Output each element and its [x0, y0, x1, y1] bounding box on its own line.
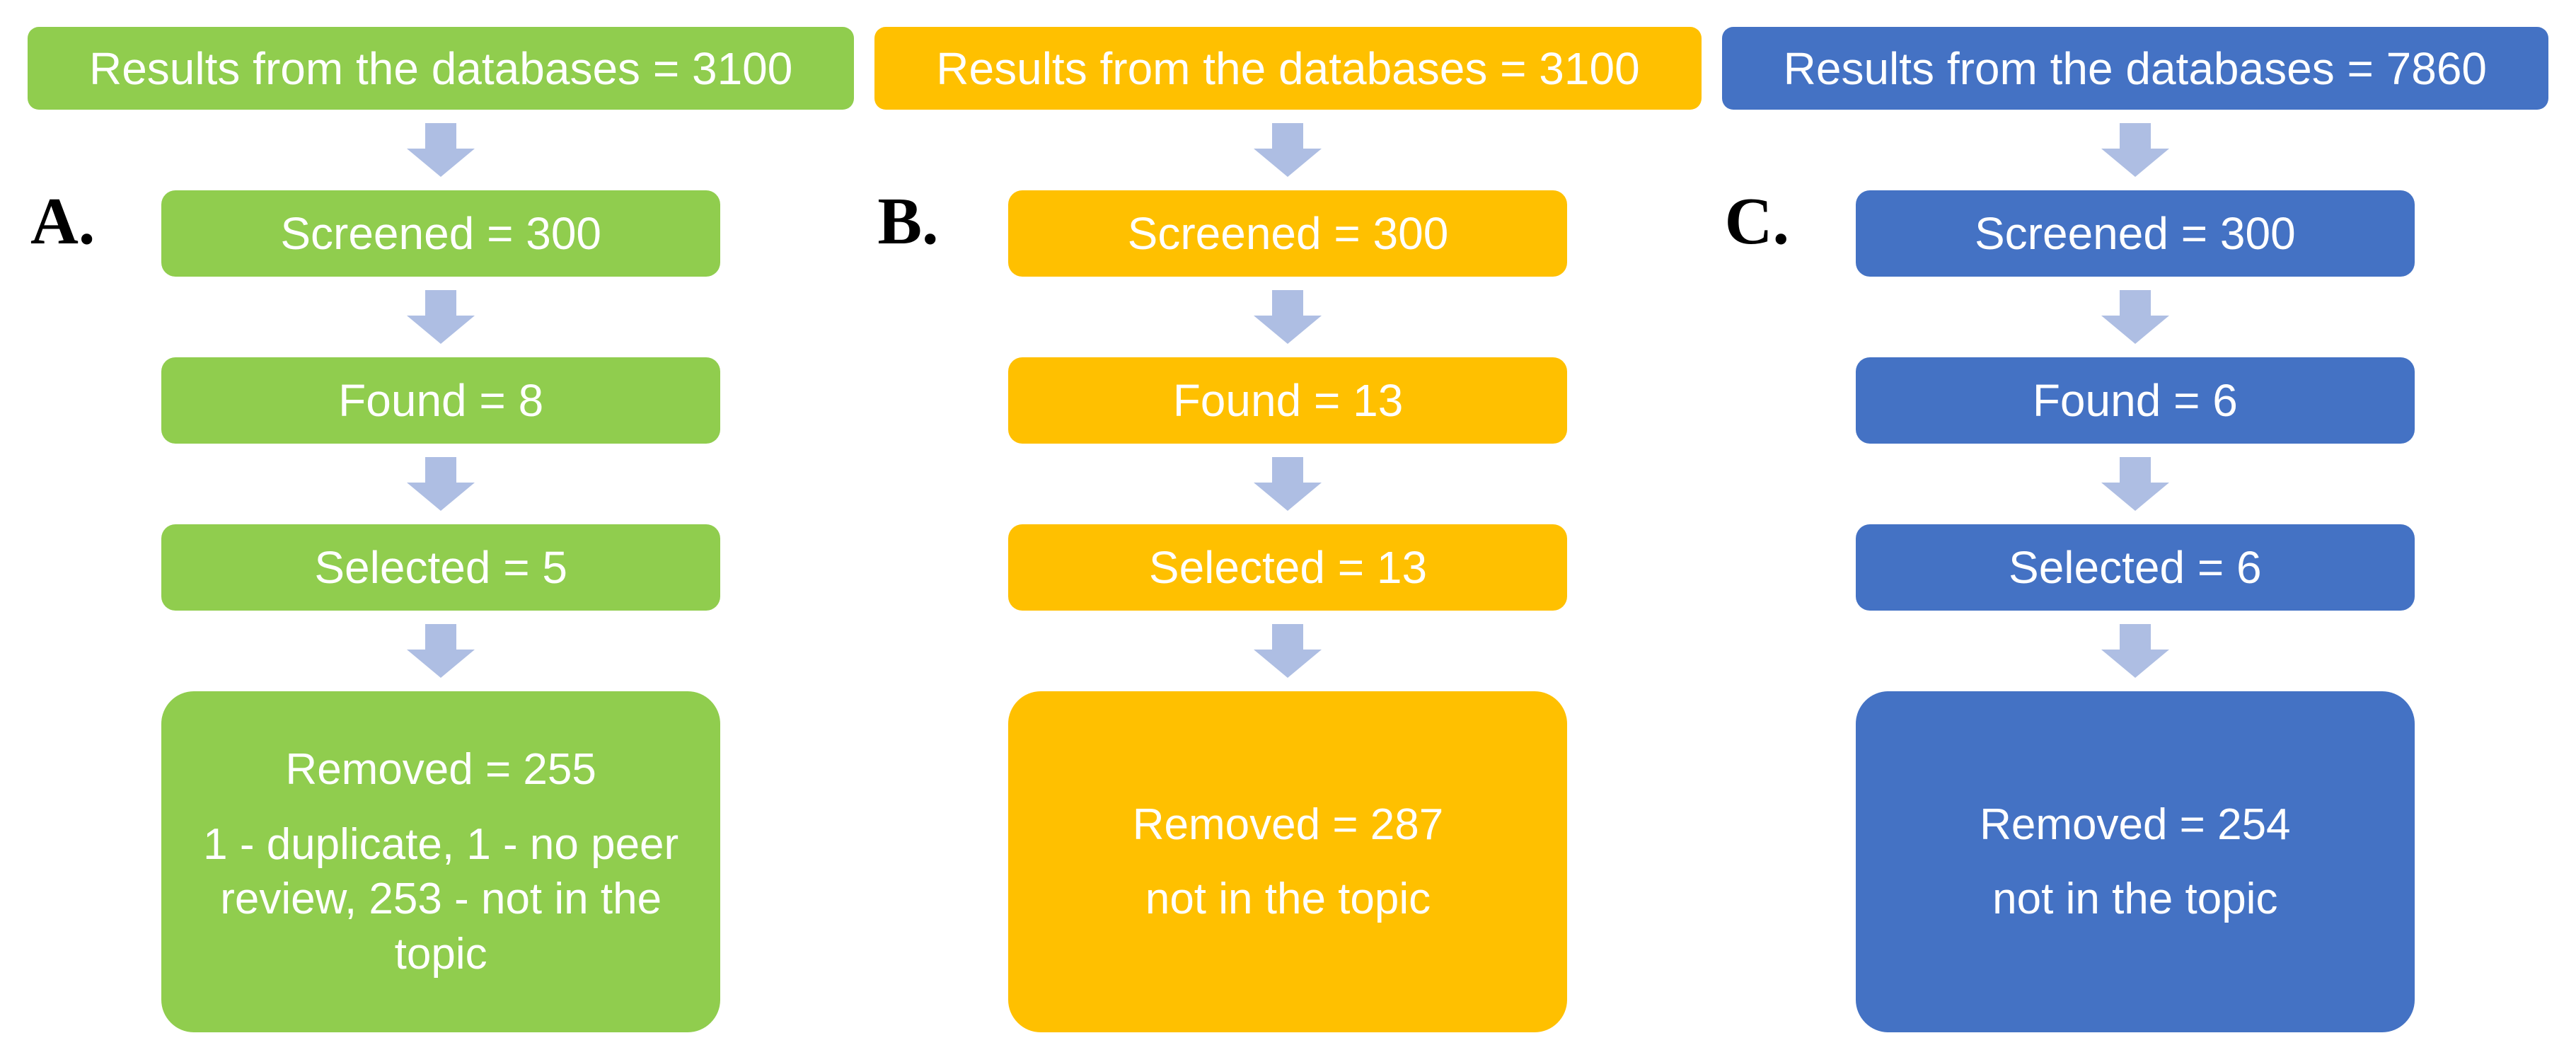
down-arrow-icon: [2101, 290, 2169, 344]
column-label-b: B.: [877, 185, 939, 258]
screened-count-box: Screened = 300: [1855, 190, 2415, 277]
results-count-box: Results from the databases = 7860: [1721, 27, 2548, 110]
found-count-box: Found = 8: [161, 357, 721, 444]
found-count-box: Found = 13: [1008, 357, 1568, 444]
column-label-a: A.: [30, 185, 96, 258]
removed-title: Removed = 254: [1980, 800, 2291, 849]
screened-count-box: Screened = 300: [1008, 190, 1568, 277]
removed-detail: not in the topic: [1145, 875, 1431, 923]
down-arrow-icon: [2101, 624, 2169, 678]
down-arrow-icon: [1254, 624, 1322, 678]
flow-column-a: A. Results from the databases = 3100 Scr…: [28, 27, 855, 1050]
selected-count-box: Selected = 13: [1008, 524, 1568, 611]
removed-detail: not in the topic: [1992, 875, 2278, 923]
removed-title: Removed = 287: [1132, 800, 1444, 849]
selected-count-box: Selected = 5: [161, 524, 721, 611]
down-arrow-icon: [407, 624, 475, 678]
down-arrow-icon: [1254, 290, 1322, 344]
down-arrow-icon: [407, 290, 475, 344]
down-arrow-icon: [407, 457, 475, 511]
removed-detail: 1 - duplicate, 1 - no peer review, 253 -…: [203, 819, 679, 979]
selected-count-box: Selected = 6: [1855, 524, 2415, 611]
down-arrow-icon: [2101, 457, 2169, 511]
results-count-box: Results from the databases = 3100: [874, 27, 1702, 110]
down-arrow-icon: [407, 123, 475, 177]
down-arrow-icon: [2101, 123, 2169, 177]
removed-title: Removed = 255: [285, 745, 596, 794]
down-arrow-icon: [1254, 457, 1322, 511]
removed-count-box: Removed = 255 1 - duplicate, 1 - no peer…: [161, 691, 721, 1032]
results-count-box: Results from the databases = 3100: [28, 27, 855, 110]
down-arrow-icon: [1254, 123, 1322, 177]
flow-column-b: B. Results from the databases = 3100 Scr…: [874, 27, 1702, 1050]
removed-count-box: Removed = 287 not in the topic: [1008, 691, 1568, 1032]
flow-column-c: C. Results from the databases = 7860 Scr…: [1721, 27, 2548, 1050]
removed-count-box: Removed = 254 not in the topic: [1855, 691, 2415, 1032]
column-label-c: C.: [1724, 185, 1790, 258]
screened-count-box: Screened = 300: [161, 190, 721, 277]
found-count-box: Found = 6: [1855, 357, 2415, 444]
